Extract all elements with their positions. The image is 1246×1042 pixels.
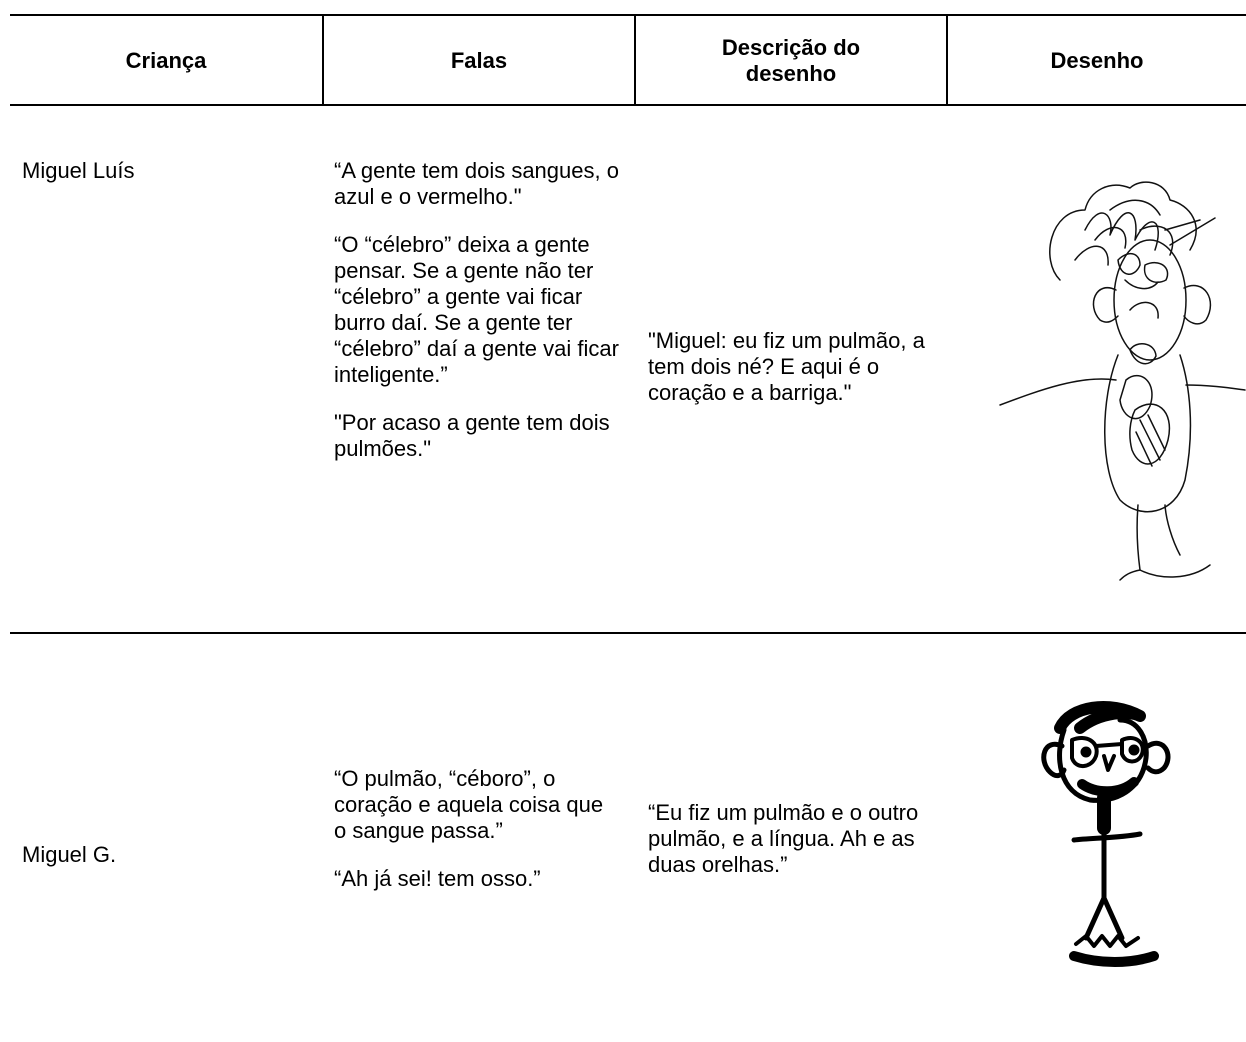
header-divider-3 (946, 16, 948, 105)
table-top-rule (10, 14, 1246, 16)
row-separator-rule (10, 632, 1246, 634)
row1-speech-1: “A gente tem dois sangues, o azul e o ve… (334, 158, 619, 209)
row1-description: "Miguel: eu fiz um pulmão, a tem dois né… (648, 328, 925, 405)
header-drawing: Desenho (1050, 47, 1144, 73)
row2-speech-1: “O pulmão, “céboro”, o coração e aquela … (334, 766, 604, 843)
header-speech: Falas (450, 47, 508, 73)
header-divider-1 (322, 16, 324, 105)
header-bottom-rule (10, 104, 1246, 106)
row2-child: Miguel G. (22, 842, 117, 867)
row1-speech-3: "Por acaso a gente tem dois pulmões." (334, 410, 610, 461)
header-divider-2 (634, 16, 636, 105)
row2-speech: “O pulmão, “céboro”, o coração e aquela … (334, 766, 620, 892)
header-description-text: Descrição do desenho (721, 34, 861, 86)
row1-speech-2: “O “célebro” deixa a gente pensar. Se a … (334, 232, 619, 387)
row1-speech: “A gente tem dois sangues, o azul e o ve… (334, 158, 620, 462)
child-drawing-figure-2 (1041, 700, 1171, 967)
row1-child: Miguel Luís (22, 158, 135, 183)
child-drawing-figure-1 (999, 181, 1246, 581)
header-child: Criança (125, 47, 207, 73)
header-description: Descrição do desenho (636, 16, 946, 105)
row2-speech-2: “Ah já sei! tem osso.” (334, 866, 541, 891)
row2-description: “Eu fiz um pulmão e o outro pulmão, e a … (648, 800, 919, 877)
